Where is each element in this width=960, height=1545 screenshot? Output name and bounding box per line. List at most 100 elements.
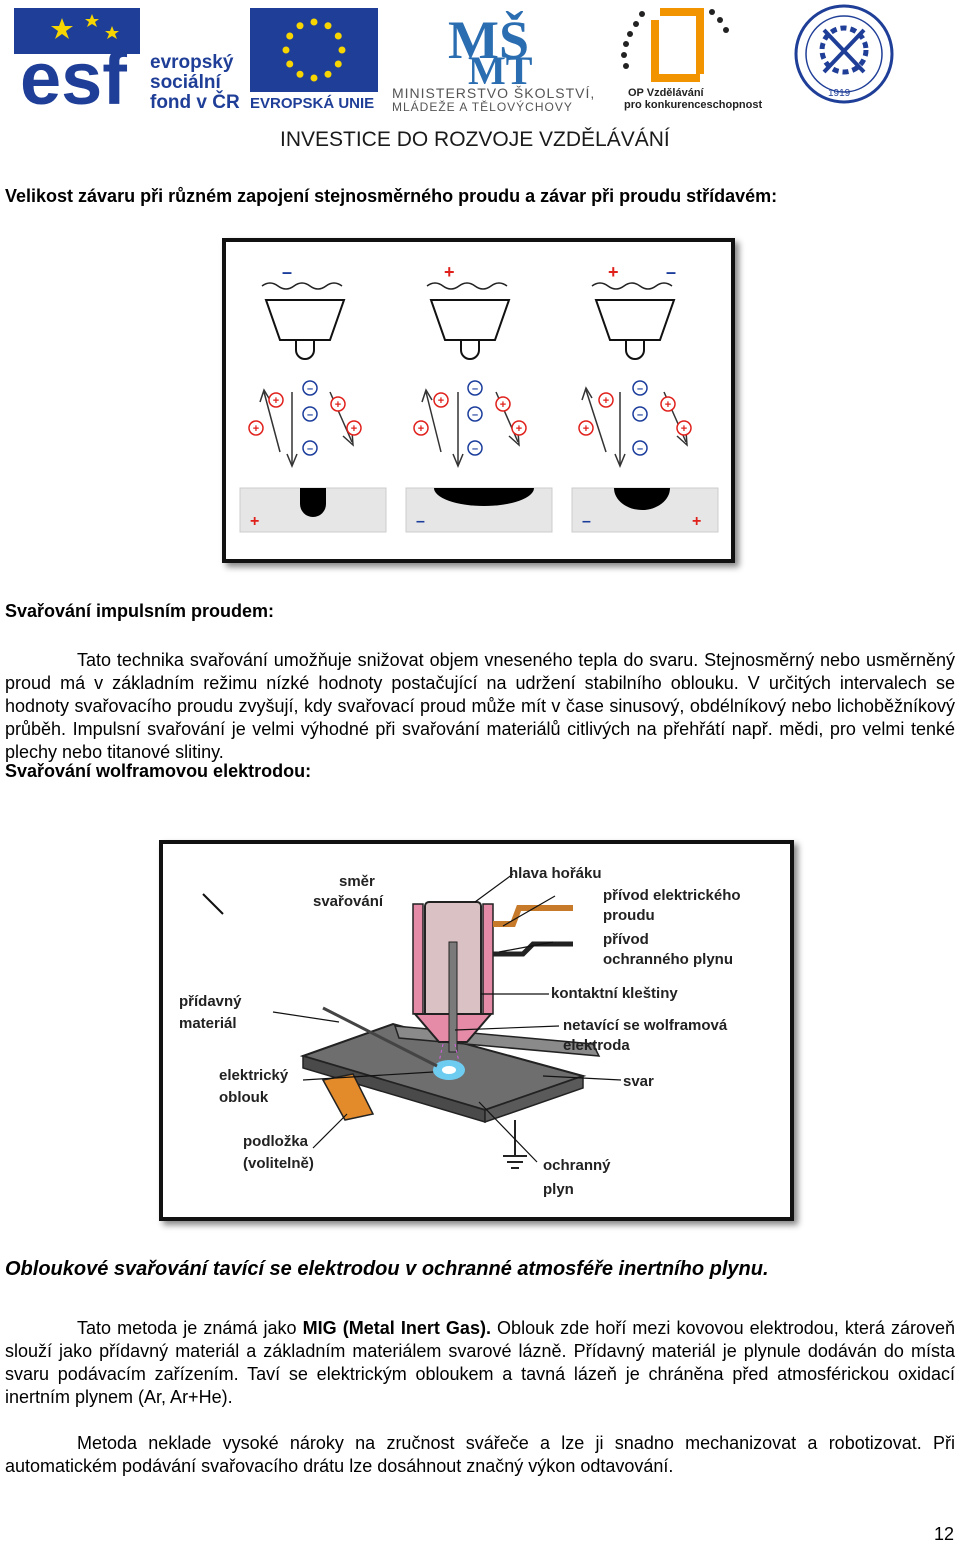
- eu-star-icon: [338, 46, 346, 54]
- svg-text:sociální: sociální: [150, 72, 221, 93]
- positive-ion-label: +: [273, 395, 279, 407]
- bottom-sign-1: +: [250, 513, 259, 530]
- svg-text:ochranného plynu: ochranného plynu: [603, 951, 733, 968]
- torch-3: [591, 282, 676, 360]
- negative-ion-label: –: [637, 443, 643, 455]
- negative-ion-label: –: [472, 383, 478, 395]
- section-heading-mig: Obloukové svařování tavící se elektrodou…: [5, 1258, 769, 1280]
- svg-text:svar: svar: [623, 1073, 654, 1090]
- torch-1: [261, 282, 346, 360]
- weld-pool-medium: [614, 488, 670, 510]
- positive-ion-icon: [511, 420, 527, 436]
- torch-2: [426, 282, 511, 360]
- positive-ion-label: +: [351, 423, 357, 435]
- negative-ion-icon: [467, 406, 483, 422]
- eu-star-icon: [282, 46, 290, 54]
- backing-plate: [321, 1073, 375, 1121]
- negative-ion-icon: [632, 380, 648, 396]
- eu-star-icon: [334, 60, 342, 68]
- svg-text:přívod elektrického: přívod elektrického: [603, 887, 741, 904]
- school-seal-logo: 1919: [794, 4, 894, 104]
- positive-ion-icon: [495, 396, 511, 412]
- positive-ion-icon: [660, 396, 676, 412]
- positive-ion-label: +: [665, 399, 671, 411]
- svg-text:svařování: svařování: [313, 893, 384, 910]
- section-heading-weld-depth: Velikost závaru při různém zapojení stej…: [5, 186, 778, 206]
- positive-ion-label: +: [253, 423, 259, 435]
- svg-text:(volitelně): (volitelně): [243, 1155, 314, 1172]
- paragraph-mig-2: Metoda neklade vysoké nároky na zručnost…: [5, 1433, 955, 1476]
- negative-ion-icon: [302, 380, 318, 396]
- bottom-sign-2: –: [416, 513, 425, 530]
- negative-ion-label: –: [307, 409, 313, 421]
- positive-ion-icon: [268, 392, 284, 408]
- svg-text:přívod: přívod: [603, 931, 649, 948]
- eu-star-icon: [296, 70, 304, 78]
- svg-text:oblouk: oblouk: [219, 1089, 269, 1106]
- positive-ion-label: +: [603, 395, 609, 407]
- svg-text:materiál: materiál: [179, 1015, 237, 1032]
- polarity-diagram: – + + – +–+–+–++–+–+–++–+–+–+ + – – +: [239, 262, 719, 533]
- eu-stars-icon: [282, 18, 346, 82]
- msmt-logo: MŠ MT MINISTERSTVO ŠKOLSTVÍ, MLÁDEŽE A T…: [392, 10, 594, 114]
- svg-text:1919: 1919: [828, 88, 851, 99]
- tagline: INVESTICE DO ROZVOJE VZDĚLÁVÁNÍ: [280, 128, 670, 151]
- svg-text:MŠ: MŠ: [448, 10, 529, 70]
- figure-polarity: – + + – +–+–+–++–+–+–++–+–+–+ + – – +: [222, 238, 735, 563]
- page-number: 12: [934, 1524, 955, 1544]
- header-logos: esf evropský sociální fond v ČR EVROPSKÁ…: [14, 4, 894, 151]
- svg-text:OP Vzdělávání: OP Vzdělávání: [628, 87, 705, 99]
- svg-text:MT: MT: [468, 48, 533, 93]
- positive-ion-icon: [413, 420, 429, 436]
- figure-tig: směr svařování hlava hořáku přívod elekt…: [159, 840, 794, 1221]
- svg-text:fond v ČR: fond v ČR: [150, 91, 240, 113]
- svg-text:plyn: plyn: [543, 1181, 574, 1198]
- positive-ion-label: +: [418, 423, 424, 435]
- bottom-sign-4: +: [692, 513, 701, 530]
- eu-star-icon: [310, 74, 318, 82]
- negative-ion-icon: [467, 440, 483, 456]
- negative-ion-label: –: [307, 383, 313, 395]
- svg-text:elektrický: elektrický: [219, 1067, 289, 1084]
- negative-ion-label: –: [637, 409, 643, 421]
- positive-ion-icon: [248, 420, 264, 436]
- svg-text:hlava hořáku: hlava hořáku: [509, 865, 602, 882]
- top-sign-3: +: [608, 262, 619, 282]
- top-sign-4: –: [666, 262, 676, 282]
- negative-ion-icon: [632, 406, 648, 422]
- eu-flag-logo: EVROPSKÁ UNIE: [250, 8, 378, 112]
- svg-text:EVROPSKÁ UNIE: EVROPSKÁ UNIE: [250, 95, 374, 112]
- top-sign-2: +: [444, 262, 455, 282]
- negative-ion-label: –: [472, 409, 478, 421]
- section-heading-tig: Svařování wolframovou elektrodou:: [5, 761, 312, 781]
- positive-ion-label: +: [438, 395, 444, 407]
- svg-text:kontaktní kleštiny: kontaktní kleštiny: [551, 985, 678, 1002]
- svg-text:pro konkurenceschopnost: pro konkurenceschopnost: [624, 99, 762, 111]
- positive-ion-icon: [330, 396, 346, 412]
- eu-star-icon: [324, 22, 332, 30]
- positive-ion-icon: [598, 392, 614, 408]
- positive-ion-icon: [346, 420, 362, 436]
- negative-ion-label: –: [472, 443, 478, 455]
- svg-text:přídavný: přídavný: [179, 993, 242, 1010]
- tig-diagram: směr svařování hlava hořáku přívod elekt…: [179, 865, 741, 1198]
- mig-term: MIG (Metal Inert Gas).: [302, 1318, 491, 1338]
- section-heading-pulse: Svařování impulsním proudem:: [5, 601, 275, 621]
- weld-pool-narrow: [300, 488, 326, 517]
- negative-ion-icon: [302, 406, 318, 422]
- positive-ion-icon: [433, 392, 449, 408]
- positive-ion-icon: [676, 420, 692, 436]
- negative-ion-icon: [302, 440, 318, 456]
- svg-text:elektroda: elektroda: [563, 1037, 630, 1054]
- eu-star-icon: [324, 70, 332, 78]
- esf-logo-text: esf: [20, 37, 127, 120]
- positive-ion-label: +: [583, 423, 589, 435]
- positive-ion-label: +: [681, 423, 687, 435]
- positive-ion-icon: [578, 420, 594, 436]
- paragraph-mig: Tato metoda je známá jako MIG (Metal Ine…: [5, 1318, 955, 1476]
- paragraph-pulse: Tato technika svařování umožňuje snižova…: [5, 650, 955, 762]
- svg-text:směr: směr: [339, 873, 375, 890]
- negative-ion-icon: [632, 440, 648, 456]
- positive-ion-label: +: [335, 399, 341, 411]
- svg-text:ochranný: ochranný: [543, 1157, 611, 1174]
